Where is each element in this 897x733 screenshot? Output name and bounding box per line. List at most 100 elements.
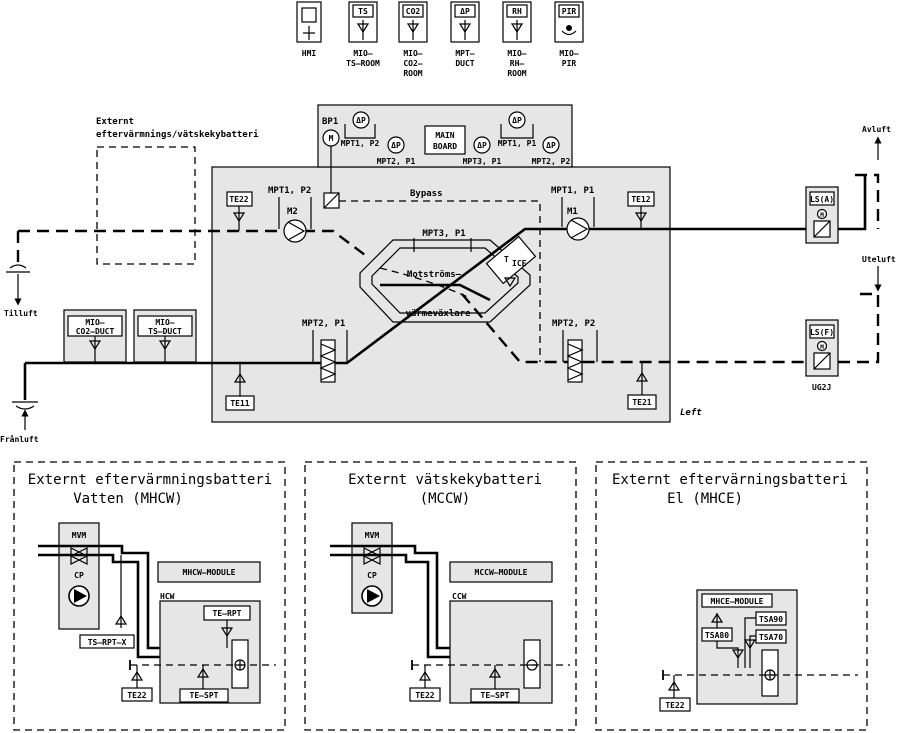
svg-text:T: T [504,255,509,264]
svg-text:TE12: TE12 [631,195,650,204]
svg-text:CP: CP [367,571,377,580]
mpt3-p1-label: MPT3, P1 [422,229,465,239]
pir-symbol: PIR [562,7,577,16]
tilluft-label: Tilluft [4,308,38,318]
device-pir: PIR MIO– PIR [554,1,584,68]
external-coil-box [96,146,196,265]
sensor-triangle-icon [158,340,172,351]
svg-text:M: M [820,212,824,219]
svg-text:MVM: MVM [365,531,380,540]
avluft-terminal: Avluft [862,125,891,160]
svg-text:MIO–: MIO– [85,318,104,327]
damper-ls-f: LS(F) M UG2J [805,319,839,392]
mhce-module-box [696,589,798,705]
svg-text:TS–DUCT: TS–DUCT [148,327,182,336]
svg-text:TE11: TE11 [230,399,249,408]
mhcw-module [157,561,261,583]
hcw-label: HCW [160,592,175,601]
mccw-title-2: (MCCW) [420,491,471,507]
sensor-triangle-icon [510,23,524,34]
rh-label-3: ROOM [507,69,526,78]
hmi-label: HMI [302,49,317,58]
section-mhcw: Externt eftervärmningsbatteri Vatten (MH… [13,461,286,731]
mpt2-p2-label: MPT2, P2 [552,319,595,329]
pir-label-2: PIR [562,59,577,68]
external-top-title-1: Externt [96,117,134,127]
ts-room-label-1: MIO– [353,49,372,58]
rh-label-2: RH– [510,59,525,68]
uteluft-label: Uteluft [862,255,896,264]
sensor-triangle-icon [220,627,234,638]
device-rh-room: RH MIO– RH– ROOM [502,1,532,78]
section-mccw: Externt vätskekybatteri (MCCW) MVM CP MC… [304,461,577,731]
svg-text:MPT2, P2: MPT2, P2 [532,157,571,166]
unit-name: Left [680,408,702,418]
fan-m1: M1 MPT1, P1 [551,186,595,241]
mio-ts-duct: MIO– TS–DUCT [133,309,197,363]
sensor-triangle-icon [731,649,745,660]
svg-text:MHCW–MODULE: MHCW–MODULE [183,568,236,577]
ts-symbol: TS [358,7,368,16]
damper-ls-a: LS(A) M [805,186,839,244]
sensor-triangle-icon [418,670,432,681]
mhcw-title-1: Externt eftervärmningsbatteri [28,472,272,488]
filter-extract: MPT2, P2 [552,319,598,383]
rh-symbol: RH [512,7,522,16]
sensor-triangle-icon [196,667,210,678]
svg-text:TSA80: TSA80 [705,631,729,640]
mvm-box [58,522,100,630]
ccw-label: CCW [452,592,467,601]
sensor-triangle-icon [356,23,370,34]
franluft-terminal: Frånluft [0,401,39,444]
co2-label-3: ROOM [403,69,422,78]
svg-text:MPT3, P1: MPT3, P1 [463,157,502,166]
mccw-title-1: Externt vätskekybatteri [348,472,542,488]
svg-text:ΔP: ΔP [477,141,487,150]
te21-unit: TE21 [627,362,657,410]
sensor-triangle-icon [503,277,517,288]
dp-sensor-mpt2-p2: ΔP MPT2, P2 [532,136,571,166]
sensor-triangle-icon [130,670,144,681]
sensor-triangle-icon [743,639,757,650]
unit-casing [211,166,671,423]
svg-text:ΔP: ΔP [512,116,522,125]
svg-text:CP: CP [74,571,84,580]
svg-text:TSA70: TSA70 [759,633,783,642]
hx-label-2: värmeväxlare [405,309,471,319]
te-ice-sensor: T ICE [485,235,537,288]
svg-text:MPT1, P2: MPT1, P2 [341,139,380,148]
svg-text:TE22: TE22 [415,691,434,700]
dp-symbol: ΔP [460,7,470,16]
motor-icon [816,208,828,220]
fan-m2: M2 MPT1, P2 [268,186,312,243]
dp-sensor-mpt2-p1: ΔP MPT2, P1 [377,136,415,166]
svg-text:TSA90: TSA90 [759,615,783,624]
main-board-title-1: MAIN [435,131,454,140]
sensor-triangle-icon [634,212,648,223]
sensor-triangle-icon [710,612,724,623]
svg-text:ICE: ICE [512,259,527,268]
sensor-triangle-icon [114,614,128,625]
pir-sensor-icon [566,25,572,31]
bypass-line [339,200,541,362]
svg-text:M: M [820,344,824,351]
te22-unit: TE22 [226,191,253,231]
device-co2-room: CO2 MIO– CO2– ROOM [398,1,428,78]
mhcw-title-2: Vatten (MHCW) [73,491,183,507]
te12-unit: TE12 [627,191,655,229]
svg-text:MPT1, P1: MPT1, P1 [498,139,537,148]
avluft-label: Avluft [862,125,891,134]
sensor-triangle-icon [458,23,472,34]
motor-icon [816,340,828,352]
sensor-triangle-icon [406,23,420,34]
svg-text:ΔP: ΔP [356,116,366,125]
svg-text:ΔP: ΔP [546,141,556,150]
tilluft-terminal: Tilluft [4,264,38,318]
co2-symbol: CO2 [406,7,421,16]
franluft-label: Frånluft [0,434,39,444]
sensor-triangle-icon [667,680,681,691]
dp-sensor-mpt3-p1: ΔP MPT3, P1 [463,136,502,166]
svg-text:MVM: MVM [72,531,87,540]
sensor-triangle-icon [88,340,102,351]
external-top-title-2: eftervärmnings/vätskekybatteri [96,129,259,140]
